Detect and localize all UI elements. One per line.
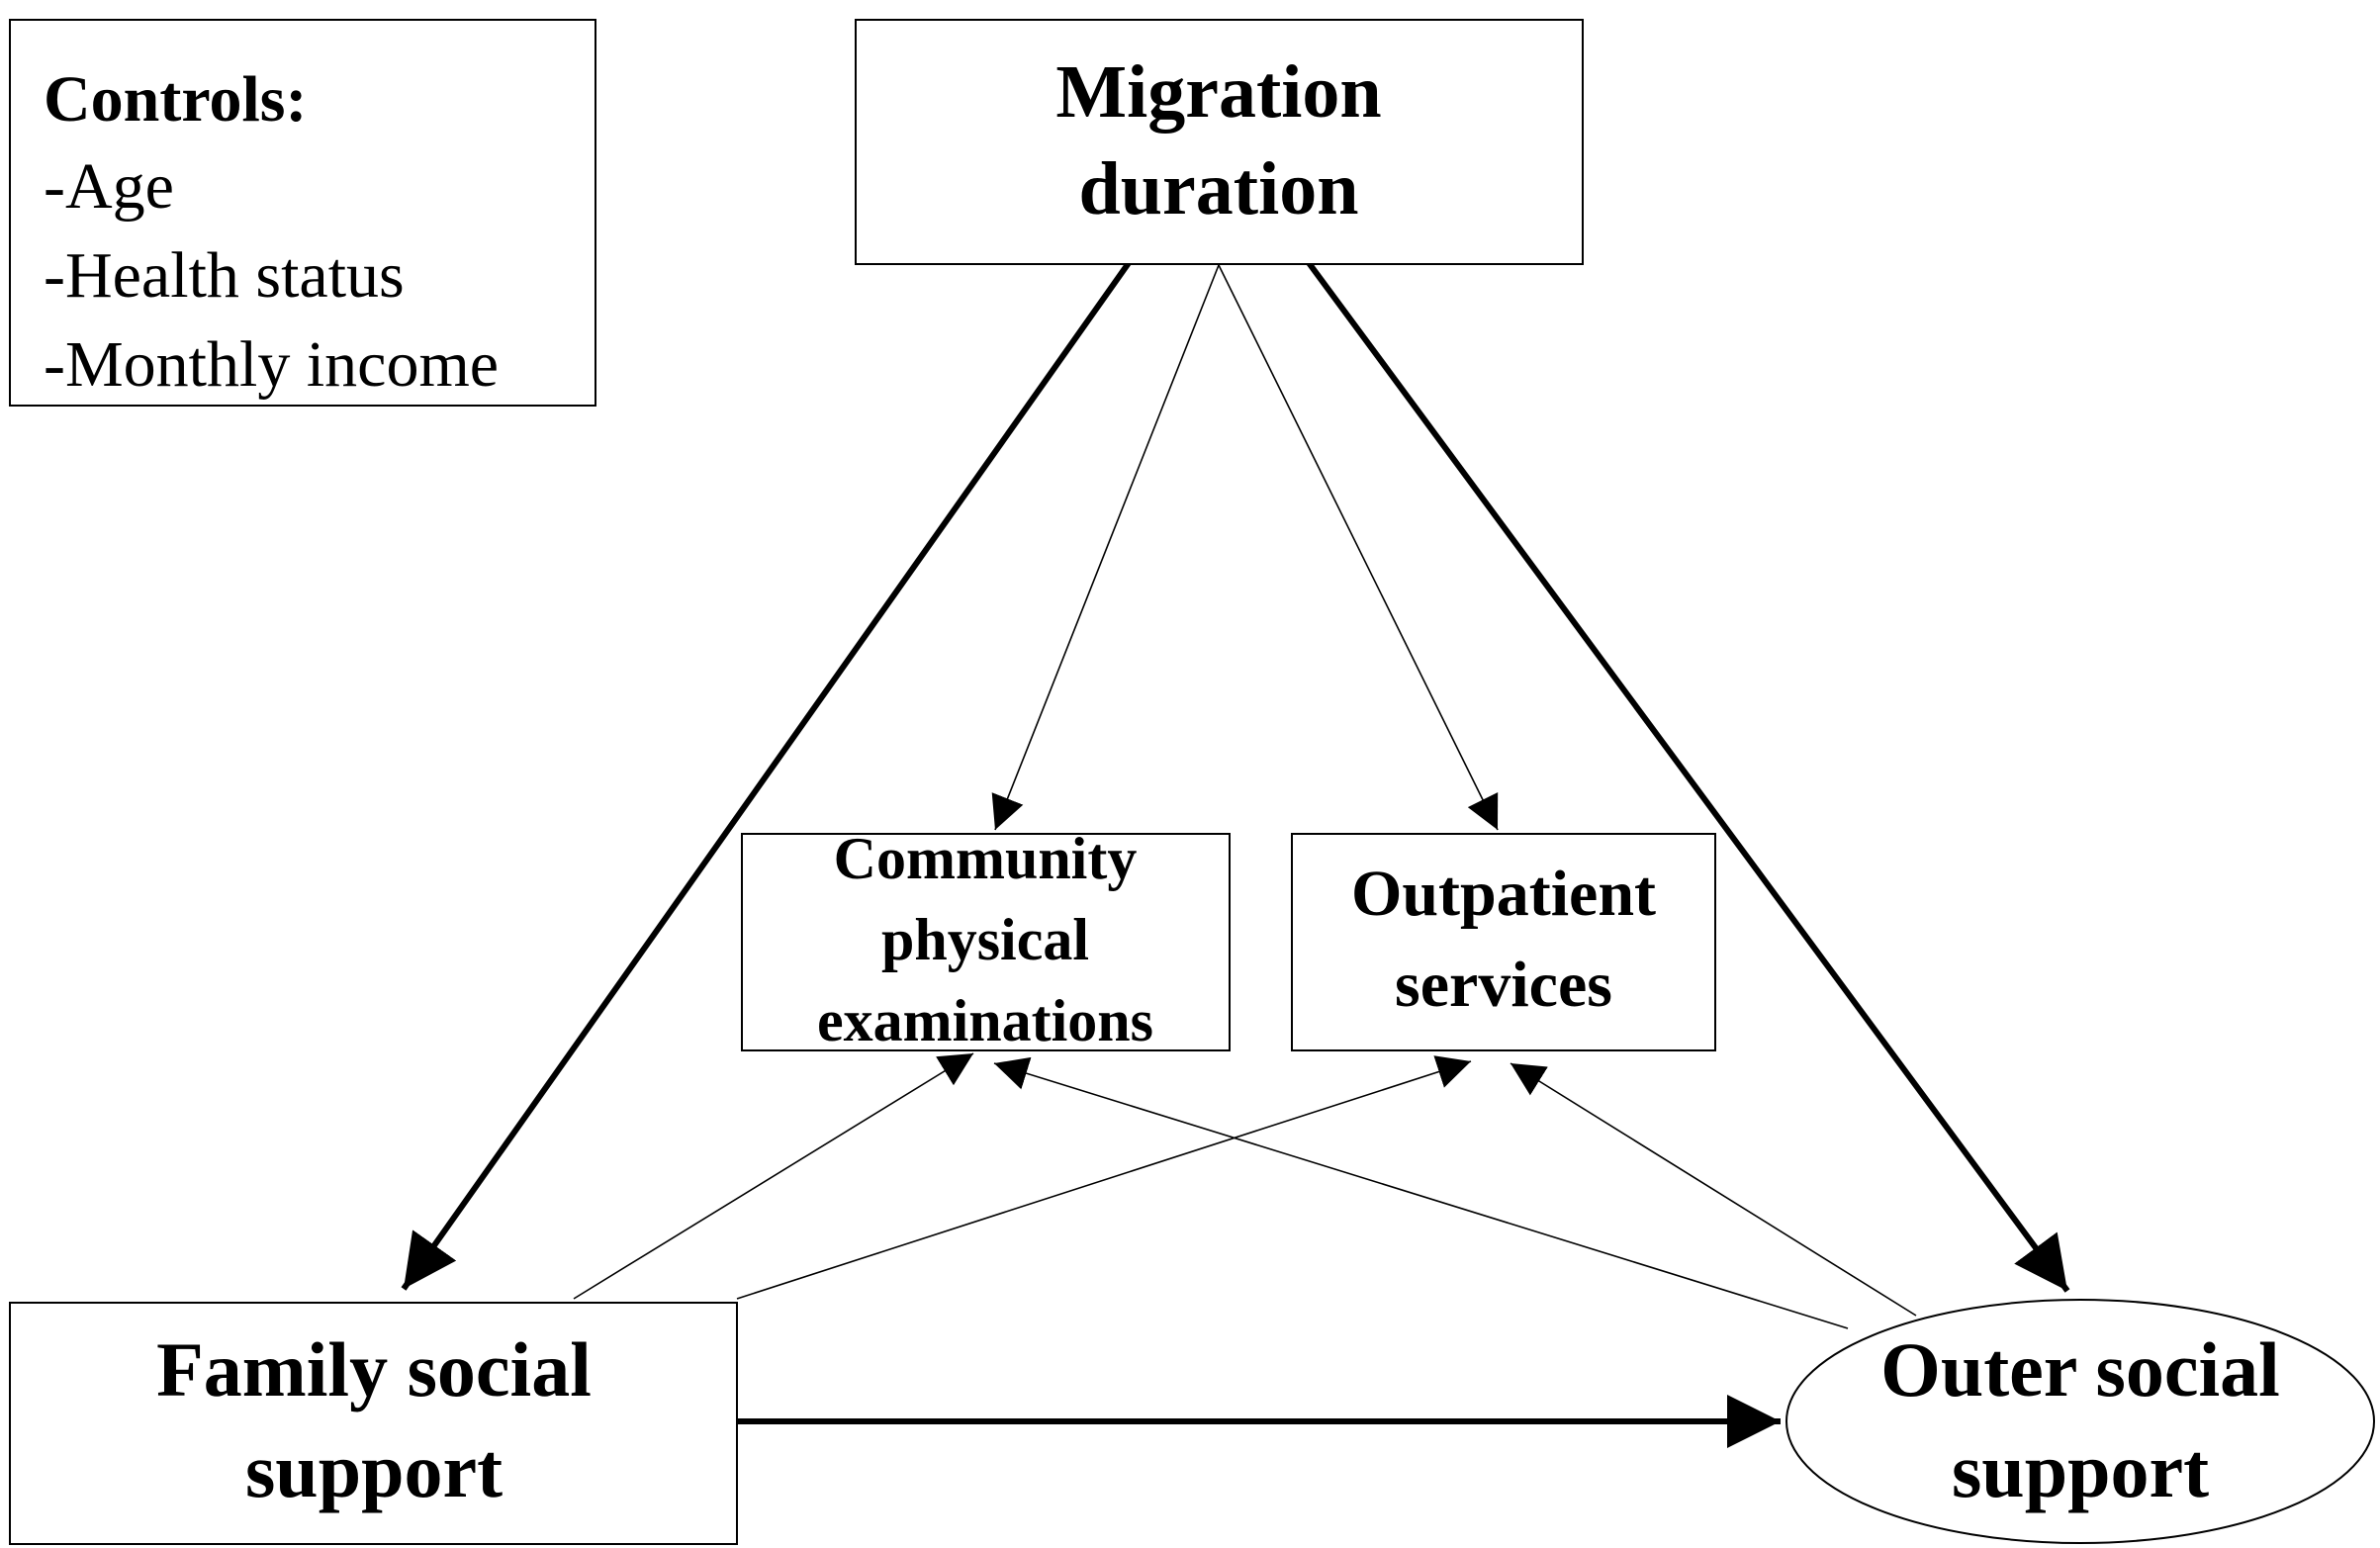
outer-social-support-line1: Outer social [1880, 1326, 2280, 1412]
controls-heading: Controls: [44, 63, 307, 136]
community-exams-line1: Community [834, 826, 1138, 891]
node-family-social-support: Family social support [9, 1302, 738, 1545]
edge-outer-to-outpatient [1510, 1062, 1917, 1317]
edge-family-to-community [573, 1052, 974, 1300]
controls-item-health: -Health status [44, 239, 405, 312]
node-migration-duration: Migration duration [855, 19, 1584, 265]
edge-migration-to-family [401, 258, 1134, 1291]
family-social-support-line2: support [245, 1427, 503, 1513]
controls-box: Controls: -Age -Health status -Monthly i… [9, 19, 596, 407]
node-community-exams: Community physical examinations [741, 826, 1231, 1053]
edge-migration-to-outpatient [1218, 264, 1499, 831]
outpatient-services-line1: Outpatient [1351, 858, 1656, 930]
outpatient-services-line2: services [1395, 949, 1612, 1021]
edge-family-to-outpatient [736, 1055, 1472, 1300]
outer-social-support-line2: support [1952, 1427, 2209, 1513]
edge-migration-to-community [991, 264, 1220, 831]
community-exams-line2: physical [881, 907, 1089, 972]
node-outer-social-support: Outer social support [1785, 1299, 2375, 1544]
controls-item-age: -Age [44, 150, 174, 223]
migration-duration-line1: Migration [1055, 50, 1381, 134]
edges [401, 258, 2070, 1448]
edge-outer-to-community [993, 1056, 1849, 1329]
node-outpatient-services: Outpatient services [1291, 833, 1716, 1051]
family-social-support-line1: Family social [156, 1326, 592, 1412]
community-exams-line3: examinations [817, 988, 1153, 1053]
controls-item-income: -Monthly income [44, 328, 499, 401]
migration-duration-line2: duration [1079, 147, 1359, 230]
edge-migration-to-outer [1304, 258, 2070, 1293]
